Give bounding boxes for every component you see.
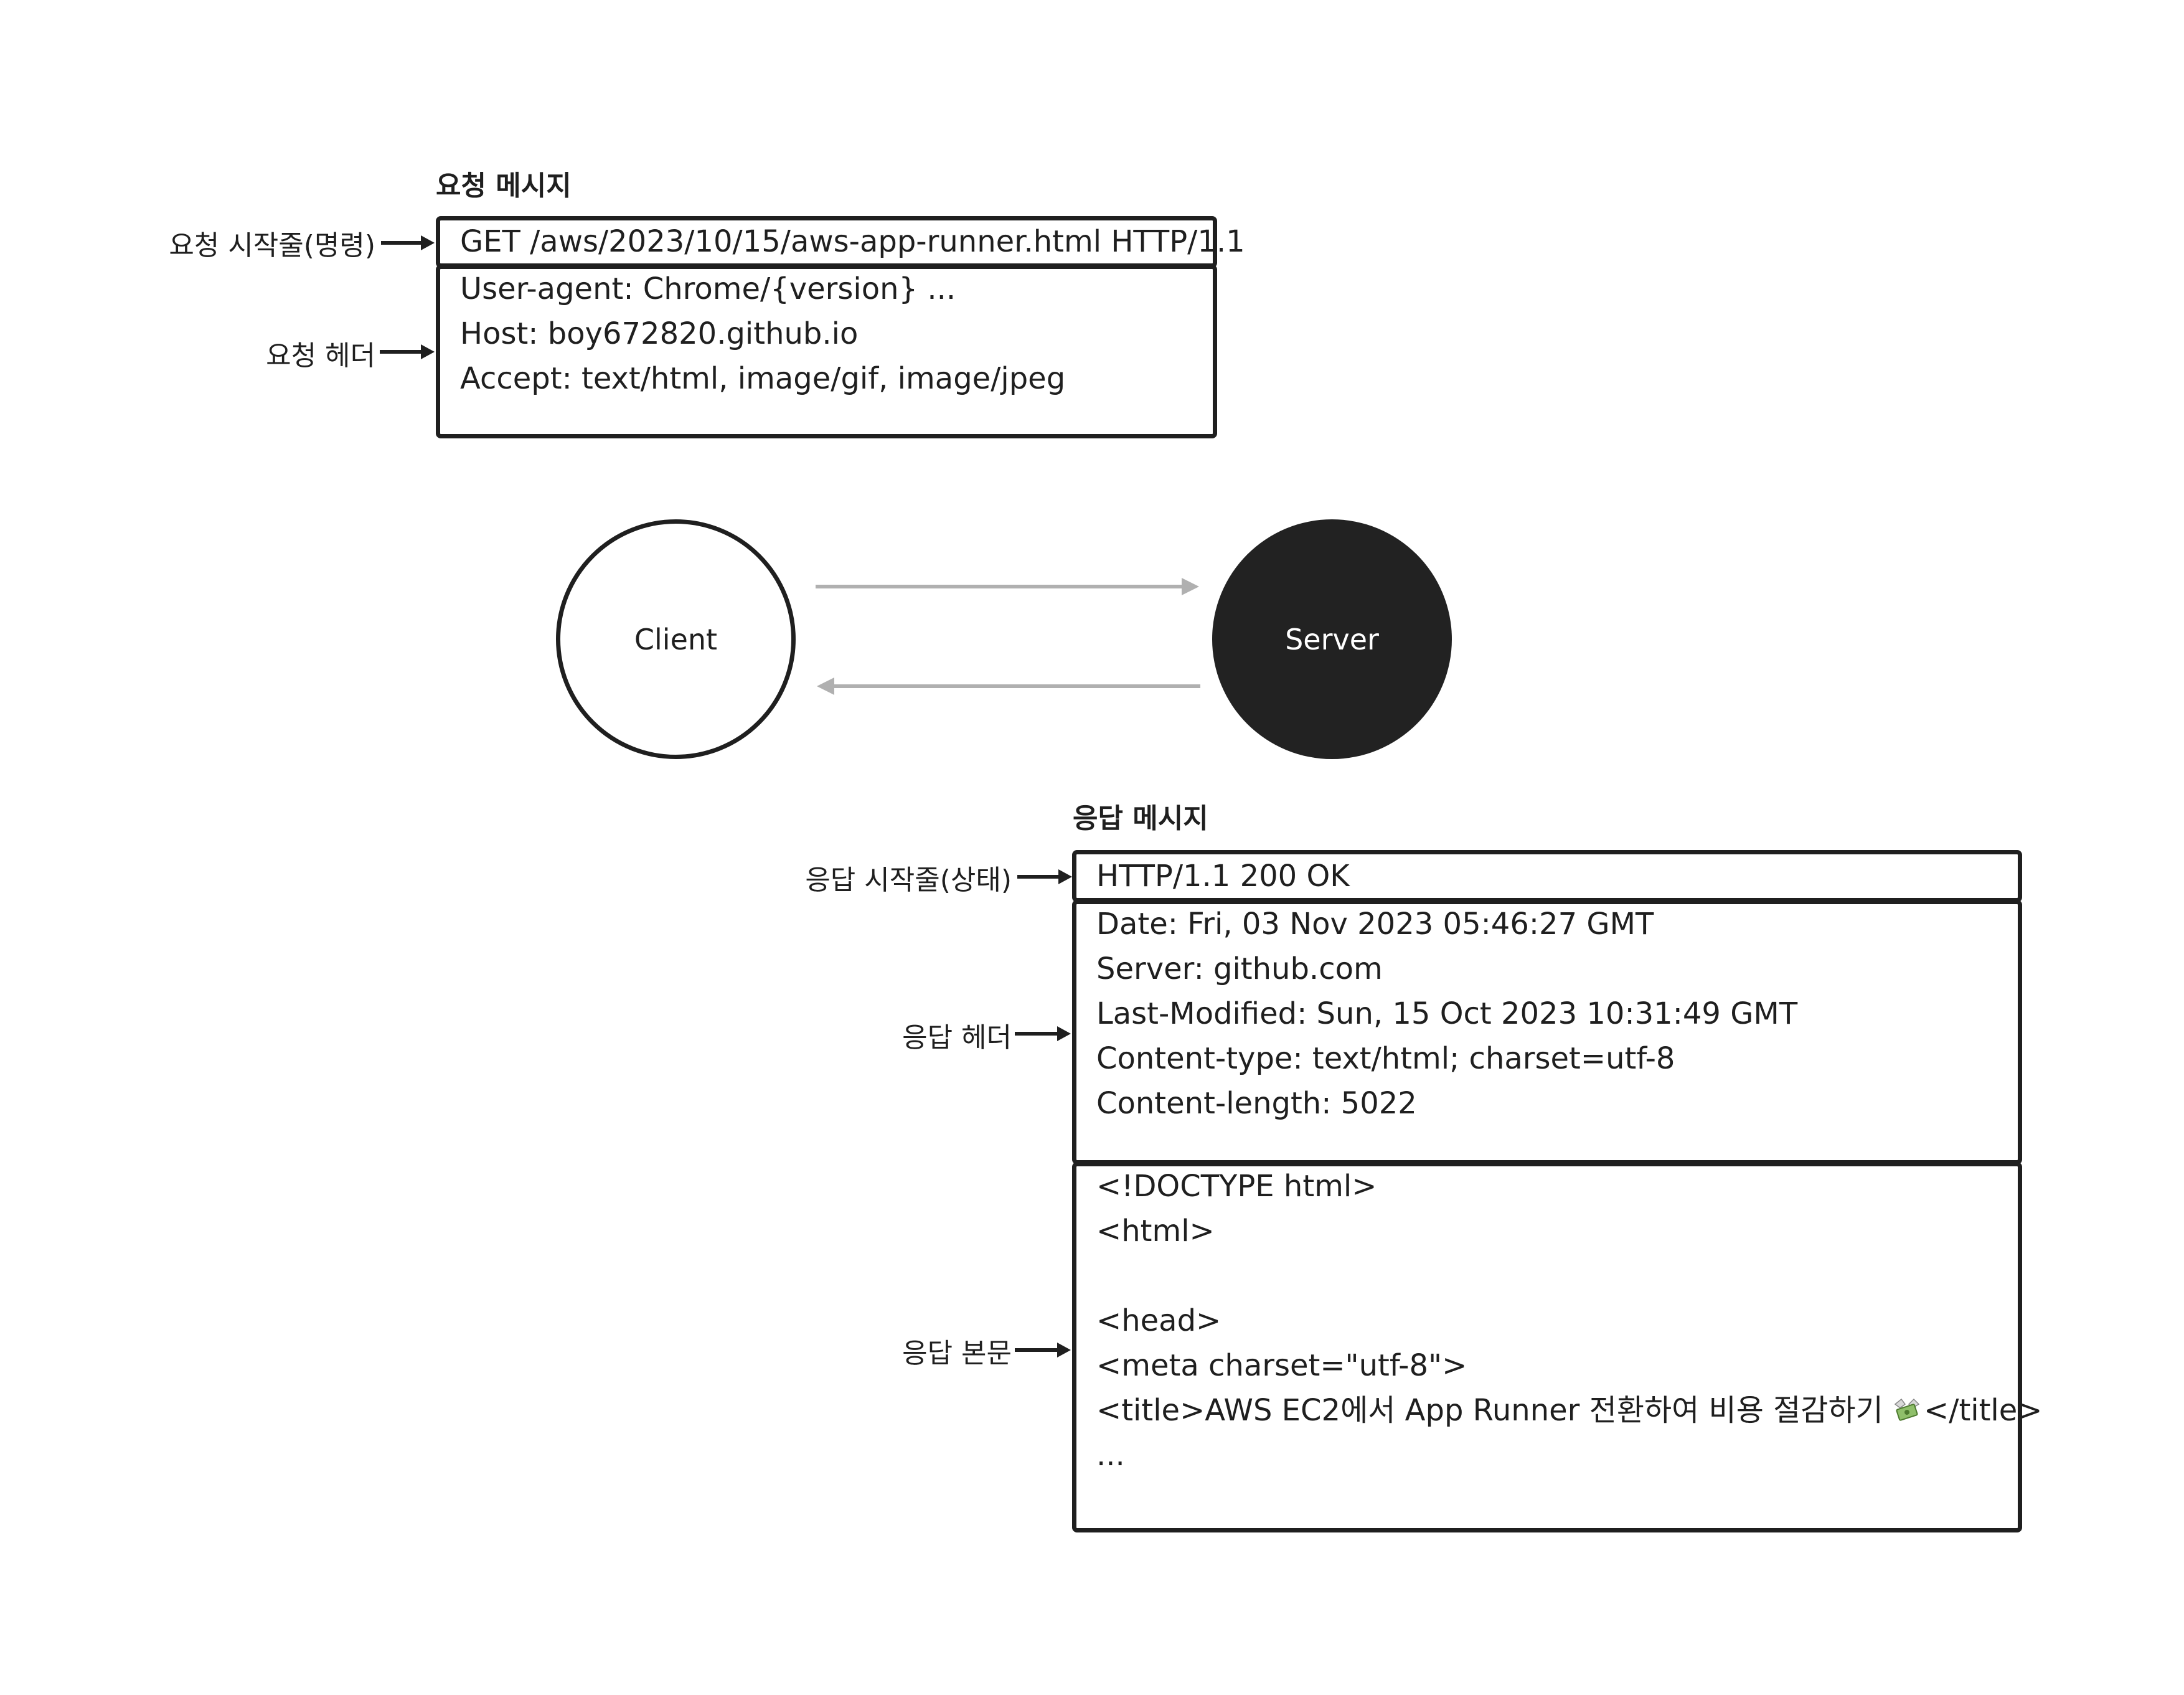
- response-body-line: [1096, 1254, 2018, 1298]
- response-start-line: HTTP/1.1 200 OK: [1096, 859, 1350, 894]
- request-header-line: Accept: text/html, image/gif, image/jpeg: [460, 361, 1066, 396]
- response-body-line: <!DOCTYPE html>: [1096, 1169, 1377, 1204]
- request-flow-arrow: [816, 578, 1199, 595]
- response-body-line: <meta charset="utf-8">: [1096, 1348, 1467, 1383]
- response-body-line: <head>: [1096, 1303, 1221, 1338]
- response-body-arrow: [1015, 1343, 1071, 1357]
- response-start-line-arrow: [1017, 869, 1072, 884]
- response-header-arrow: [1015, 1026, 1071, 1041]
- server-label: Server: [1285, 622, 1379, 656]
- request-start-line-label: 요청 시작줄(명령): [169, 230, 375, 262]
- request-header-arrow: [380, 344, 435, 359]
- response-header-line: Date: Fri, 03 Nov 2023 05:46:27 GMT: [1096, 907, 1654, 942]
- response-start-line-box: HTTP/1.1 200 OK: [1072, 850, 2022, 902]
- response-header-line: Last-Modified: Sun, 15 Oct 2023 10:31:49…: [1096, 996, 1798, 1031]
- server-node: Server: [1212, 519, 1452, 759]
- request-header-label: 요청 헤더: [266, 340, 375, 372]
- money-with-wings-icon: [1894, 1398, 1920, 1421]
- response-message-title: 응답 메시지: [1073, 803, 1208, 834]
- response-body-line: ...: [1096, 1438, 1125, 1473]
- client-label: Client: [634, 622, 718, 656]
- response-header-box: Date: Fri, 03 Nov 2023 05:46:27 GMT Serv…: [1072, 900, 2022, 1164]
- request-start-line-arrow: [381, 235, 435, 250]
- client-node: Client: [556, 519, 796, 759]
- response-header-line: Server: github.com: [1096, 951, 1383, 986]
- response-header-line: Content-length: 5022: [1096, 1086, 1417, 1121]
- response-flow-arrow: [817, 678, 1200, 695]
- response-body-label: 응답 본문: [902, 1338, 1012, 1369]
- request-start-line: GET /aws/2023/10/15/aws-app-runner.html …: [460, 224, 1245, 259]
- response-header-line: Content-type: text/html; charset=utf-8: [1096, 1041, 1675, 1076]
- response-header-label: 응답 헤더: [902, 1022, 1012, 1054]
- response-body-line: <html>: [1096, 1214, 1215, 1249]
- request-header-box: User-agent: Chrome/{version} ... Host: b…: [436, 265, 1217, 438]
- request-header-line: User-agent: Chrome/{version} ...: [460, 271, 956, 306]
- response-body-title-line: <title>AWS EC2에서 App Runner 전환하여 비용 절감하기…: [1096, 1388, 2043, 1433]
- request-header-line: Host: boy672820.github.io: [460, 316, 859, 351]
- response-body-box: <!DOCTYPE html> <html> <head> <meta char…: [1072, 1162, 2043, 1532]
- response-start-line-label: 응답 시작줄(상태): [805, 864, 1012, 896]
- request-message-title: 요청 메시지: [436, 170, 572, 202]
- response-body-title-close: </title>: [1924, 1393, 2043, 1428]
- request-start-line-box: GET /aws/2023/10/15/aws-app-runner.html …: [436, 216, 1245, 268]
- response-body-title-text: <title>AWS EC2에서 App Runner 전환하여 비용 절감하기: [1096, 1393, 1883, 1428]
